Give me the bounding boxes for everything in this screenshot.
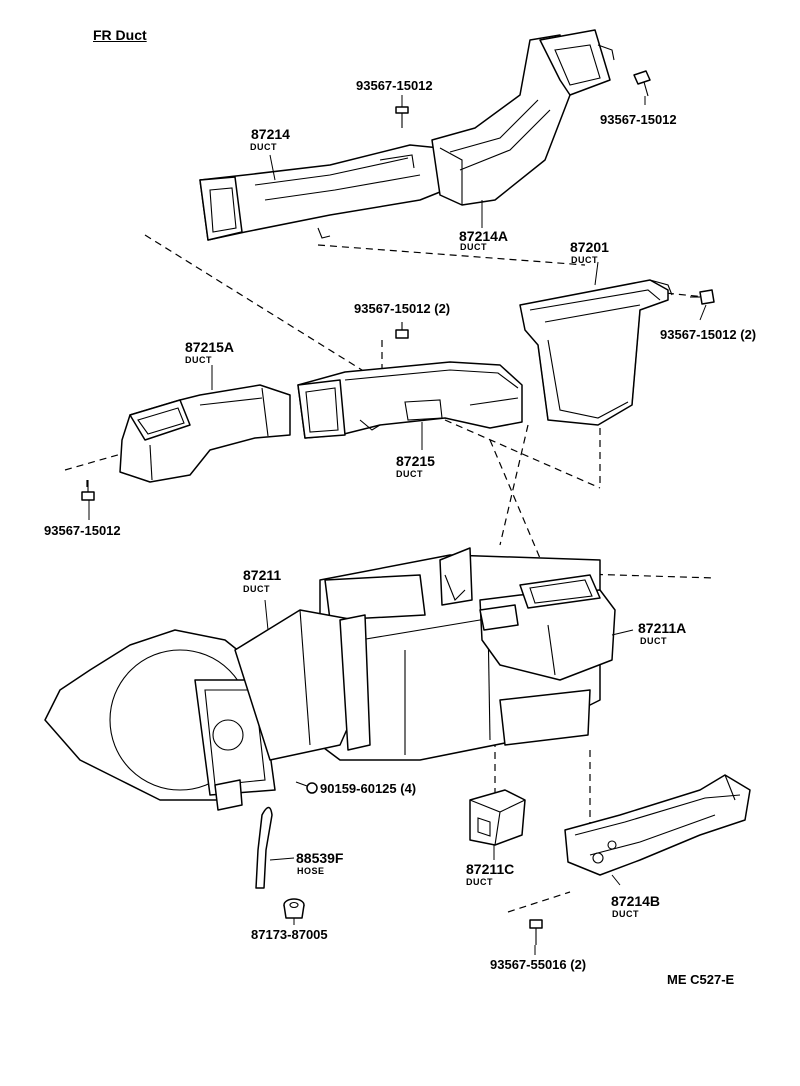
drawing-code: ME C527-E (667, 972, 735, 987)
part-87214B-number: 87214B (611, 893, 661, 909)
part-88539F-name: HOSE (297, 866, 325, 876)
part-87214B-name: DUCT (612, 909, 639, 919)
duct-87201-drawing (519, 279, 673, 426)
screw-f1 (395, 106, 409, 128)
fastener-f2-code: 93567-15012 (600, 112, 677, 127)
part-88539F-number: 88539F (296, 850, 344, 866)
screw-f7 (529, 919, 543, 945)
part-87215-name: DUCT (396, 469, 423, 479)
duct-87211C-drawing (469, 789, 526, 846)
fastener-f5-code: 93567-15012 (44, 523, 121, 538)
part-87215-number: 87215 (396, 453, 435, 469)
duct-87214B-drawing (564, 774, 751, 876)
part-87211A-number: 87211A (638, 620, 687, 636)
duct-87214-drawing (199, 144, 446, 241)
heater-blower-assembly-drawing (44, 547, 616, 811)
part-87214A-name: DUCT (460, 242, 487, 252)
duct-87215-drawing (297, 361, 523, 439)
screw-f5 (81, 480, 95, 501)
part-87211C-number: 87211C (466, 861, 515, 877)
fastener-f7-code: 93567-55016 (2) (490, 957, 587, 972)
part-87215A-number: 87215A (185, 339, 235, 355)
part-87211-name: DUCT (243, 584, 270, 594)
screw-f6 (295, 781, 318, 794)
diagram-title: FR Duct (93, 27, 147, 43)
part-87211-number: 87211 (243, 567, 282, 583)
leader-lines (88, 95, 707, 955)
fastener-f1-code: 93567-15012 (356, 78, 433, 93)
duct-87214A-drawing (431, 29, 615, 206)
fastener-f4-code: 93567-15012 (2) (660, 327, 757, 342)
screw-f4 (690, 289, 715, 305)
duct-87215A-drawing (119, 384, 291, 483)
part-87201-number: 87201 (570, 239, 609, 255)
grommet-87173-87005-drawing (283, 898, 305, 919)
fastener-f6-code: 90159-60125 (4) (320, 781, 417, 796)
hose-88539F-drawing (255, 806, 273, 889)
part-87211A-name: DUCT (640, 636, 667, 646)
screw-f3 (395, 322, 409, 339)
part-87215A-name: DUCT (185, 355, 212, 365)
part-87214-name: DUCT (250, 142, 277, 152)
part-87214A-number: 87214A (459, 228, 509, 244)
part-87201-name: DUCT (571, 255, 598, 265)
fastener-f8-code: 87173-87005 (251, 927, 328, 942)
screw-f2 (633, 70, 651, 97)
part-87211C-name: DUCT (466, 877, 493, 887)
assembly-lines (64, 234, 716, 913)
fastener-f3-code: 93567-15012 (2) (354, 301, 451, 316)
part-87214-number: 87214 (251, 126, 290, 142)
